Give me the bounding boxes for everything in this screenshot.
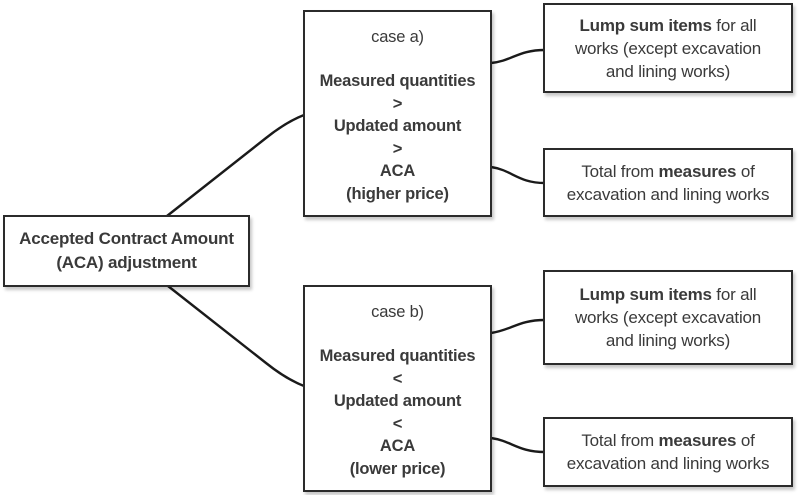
case-a-title: case a): [371, 28, 424, 46]
leaf-box-measures-a-text: Total from measures of excavation and li…: [559, 160, 777, 206]
measures-b-post: of excavation and lining works: [566, 431, 770, 473]
case-b-title: case b): [371, 303, 424, 321]
lump-sum-b-bold: Lump sum items: [579, 285, 712, 304]
case-b-line-aca: ACA: [379, 437, 416, 455]
case-a-line-updated: Updated amount: [333, 117, 462, 135]
case-b-operator-1: <: [392, 369, 403, 388]
root-box-line-1: Accepted Contract Amount: [19, 229, 234, 248]
root-box-aca-adjustment: Accepted Contract Amount (ACA) adjustmen…: [3, 215, 250, 287]
leaf-box-lump-sum-b: Lump sum items for all works (except exc…: [543, 270, 793, 365]
case-a-line-aca: ACA: [379, 162, 416, 180]
measures-a-bold: measures: [658, 161, 737, 181]
root-box-line-2: (ACA) adjustment: [56, 253, 197, 272]
case-a-line-price: (higher price): [346, 184, 449, 203]
measures-a-pre: Total from: [581, 161, 659, 181]
leaf-box-measures-a: Total from measures of excavation and li…: [543, 148, 793, 217]
case-b-line-price: (lower price): [349, 459, 446, 478]
measures-b-pre: Total from: [581, 431, 659, 450]
case-b-line-updated: Updated amount: [333, 392, 462, 410]
connector-case-b-to-lump-sum: [489, 318, 547, 335]
connector-root-to-case-a: [165, 113, 306, 218]
connector-root-to-case-b: [166, 284, 306, 388]
lump-sum-b-rest: for all works (except excavation and lin…: [574, 285, 762, 350]
leaf-box-measures-b: Total from measures of excavation and li…: [543, 417, 793, 487]
measures-b-bold: measures: [658, 431, 737, 450]
case-a-operator-1: >: [392, 94, 403, 113]
lump-sum-a-bold: Lump sum items: [579, 15, 712, 35]
connector-case-a-to-measures: [489, 165, 547, 185]
case-b-line-measured: Measured quantities: [319, 347, 476, 365]
connector-case-a-to-lump-sum: [489, 48, 547, 65]
lump-sum-a-rest: for all works (except excavation and lin…: [574, 15, 762, 81]
case-a-box: case a) Measured quantities > Updated am…: [303, 10, 492, 217]
measures-a-post: of excavation and lining works: [566, 161, 770, 204]
case-a-operator-2: >: [392, 139, 403, 158]
leaf-box-lump-sum-a: Lump sum items for all works (except exc…: [543, 3, 793, 93]
connector-case-b-to-measures: [489, 436, 547, 454]
leaf-box-measures-b-text: Total from measures of excavation and li…: [559, 429, 777, 475]
case-b-operator-2: <: [392, 414, 403, 433]
leaf-box-lump-sum-b-text: Lump sum items for all works (except exc…: [559, 283, 777, 352]
leaf-box-lump-sum-a-text: Lump sum items for all works (except exc…: [559, 14, 777, 83]
case-b-box: case b) Measured quantities < Updated am…: [303, 285, 492, 492]
case-a-line-measured: Measured quantities: [319, 72, 476, 90]
